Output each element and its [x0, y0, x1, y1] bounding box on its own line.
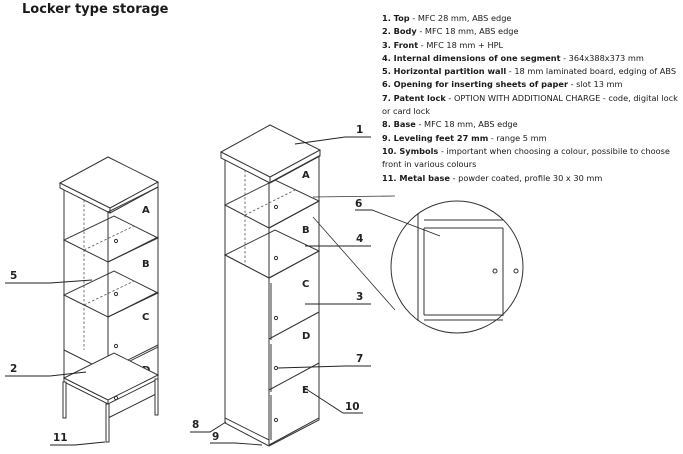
callout-4: 4 — [356, 233, 363, 245]
callout-9: 9 — [212, 431, 219, 443]
legend-item-4: 4. Internal dimensions of one segment - … — [382, 52, 644, 63]
lock-icon — [273, 315, 279, 321]
legend-item-6: 6. Opening for inserting sheets of paper… — [382, 79, 623, 90]
metal-base — [62, 352, 160, 443]
page-title: Locker type storage — [22, 2, 169, 17]
left-locker-top — [58, 156, 160, 209]
callout-1: 1 — [356, 124, 363, 136]
legend-item-1: 1. Top - MFC 28 mm, ABS edge — [382, 13, 512, 23]
right-segment-d: D — [302, 331, 310, 342]
callout-11: 11 — [53, 432, 68, 444]
lock-icon — [492, 268, 498, 274]
detail-magnifier — [312, 195, 524, 334]
legend-item-11: 11. Metal base - powder coated, profile … — [382, 172, 603, 183]
legend-item-7: 7. Patent lock - OPTION WITH ADDITIONAL … — [382, 92, 678, 117]
right-locker: A B C D E — [219, 124, 322, 447]
callout-8: 8 — [192, 419, 199, 431]
legend-item-10: 10. Symbols - important when choosing a … — [382, 145, 670, 170]
lock-icon — [113, 291, 119, 297]
right-segment-c: C — [302, 279, 309, 290]
callout-5: 5 — [10, 270, 17, 282]
left-segment-b: B — [142, 259, 150, 270]
lock-icon — [273, 255, 279, 261]
lock-icon — [273, 204, 279, 210]
lock-icon — [113, 343, 119, 349]
legend-item-9: 9. Leveling feet 27 mm - range 5 mm — [382, 132, 547, 143]
lock-icon — [113, 238, 119, 244]
callout-6: 6 — [355, 198, 362, 210]
parts-legend: 1. Top - MFC 28 mm, ABS edge 2. Body - M… — [382, 12, 682, 185]
legend-item-2: 2. Body - MFC 18 mm, ABS edge — [382, 26, 519, 37]
right-segment-e: E — [302, 385, 309, 396]
legend-item-5: 5. Horizontal partition wall - 18 mm lam… — [382, 66, 677, 77]
left-segment-c: C — [142, 312, 149, 323]
callout-7: 7 — [356, 353, 363, 365]
callout-3: 3 — [356, 291, 363, 303]
lock-icon — [273, 417, 279, 423]
callout-10: 10 — [345, 401, 360, 413]
right-segment-a: A — [302, 170, 310, 181]
lock-icon — [273, 365, 279, 371]
legend-item-8: 8. Base - MFC 18 mm, ABS edge — [382, 119, 518, 130]
legend-item-3: 3. Front - MFC 18 mm + HPL — [382, 39, 504, 50]
left-segment-a: A — [142, 205, 150, 216]
callout-2: 2 — [10, 363, 17, 375]
lock-icon — [513, 268, 519, 274]
right-segment-b: B — [302, 225, 310, 236]
callouts: 1 2 3 4 5 6 7 8 9 10 11 — [5, 124, 441, 446]
